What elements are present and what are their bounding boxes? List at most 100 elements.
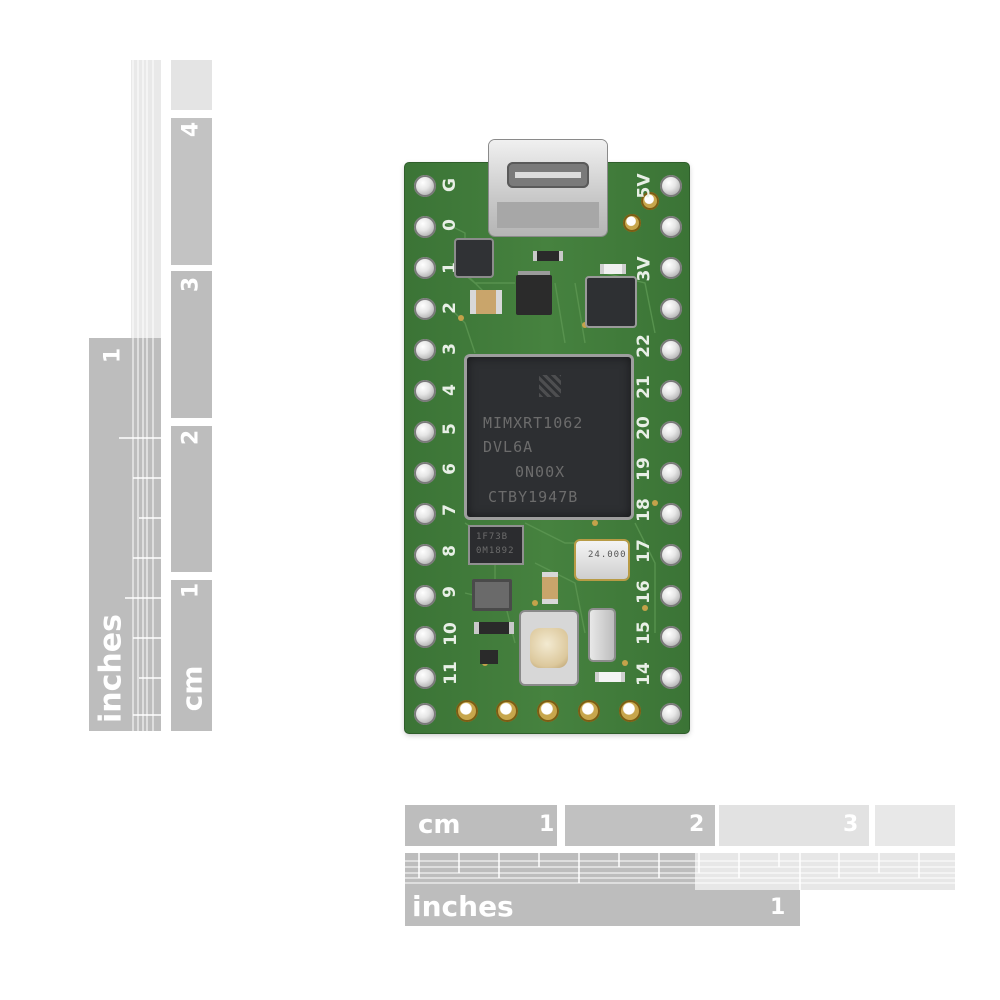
small-ic-top-left bbox=[456, 240, 492, 276]
chip-marking-line-4: CTBY1947B bbox=[488, 488, 579, 506]
pin bbox=[414, 298, 436, 320]
pin bbox=[414, 585, 436, 607]
pin bbox=[660, 703, 682, 725]
led bbox=[600, 264, 626, 274]
pin-label: 14 bbox=[633, 662, 654, 686]
pin-label: 16 bbox=[633, 580, 654, 604]
inductor bbox=[472, 579, 512, 611]
pin bbox=[660, 626, 682, 648]
pin bbox=[660, 421, 682, 443]
flash-chip bbox=[470, 527, 522, 563]
pin-label: 3 bbox=[439, 343, 460, 355]
cm-mark-1: 1 bbox=[178, 582, 204, 599]
pad bbox=[456, 700, 478, 722]
pin bbox=[660, 544, 682, 566]
rtc-crystal bbox=[590, 610, 614, 660]
pin-label: 8 bbox=[439, 545, 460, 557]
pin-label: 9 bbox=[439, 586, 460, 598]
inch-mark-1: 1 bbox=[100, 347, 126, 364]
inch-unit-label-horizontal: inches bbox=[412, 890, 514, 923]
pin-label: 10 bbox=[440, 622, 461, 646]
main-processor-chip bbox=[467, 357, 631, 517]
pin bbox=[660, 298, 682, 320]
pin bbox=[414, 257, 436, 279]
pin bbox=[414, 462, 436, 484]
pin-label: 17 bbox=[633, 539, 654, 563]
flash-chip-line-2: 0M1892 bbox=[476, 546, 515, 556]
pad bbox=[496, 700, 518, 722]
pin-label: 5V bbox=[634, 173, 655, 199]
small-transistor bbox=[480, 650, 498, 664]
pin bbox=[660, 380, 682, 402]
cm-mark-2: 2 bbox=[178, 429, 204, 446]
pin-label: 5 bbox=[439, 423, 460, 435]
pin bbox=[660, 216, 682, 238]
pin bbox=[414, 626, 436, 648]
cm-scale-bar-horizontal bbox=[405, 805, 955, 846]
inch-ticks bbox=[119, 60, 161, 732]
pin-label: 4 bbox=[439, 384, 460, 396]
pin bbox=[660, 339, 682, 361]
usb-connector bbox=[489, 140, 607, 236]
pin-label: 7 bbox=[439, 504, 460, 516]
inch-scale-faded bbox=[131, 60, 161, 338]
cm-scale-bar bbox=[171, 60, 212, 731]
pin bbox=[414, 503, 436, 525]
flash-chip-line-1: 1F73B bbox=[476, 532, 509, 542]
inch-scale-bar bbox=[89, 338, 161, 731]
program-push-button bbox=[521, 612, 577, 684]
small-led bbox=[595, 672, 625, 682]
cm-mark-3: 3 bbox=[178, 276, 204, 293]
pin-label: 18 bbox=[633, 498, 654, 522]
pin-label: 0 bbox=[439, 219, 460, 231]
cm-mark-3-horizontal: 3 bbox=[843, 812, 859, 837]
qfn-chip-top-right bbox=[587, 278, 635, 326]
pin bbox=[414, 216, 436, 238]
cm-unit-label: cm bbox=[175, 665, 209, 712]
resistor-array bbox=[474, 622, 514, 634]
chip-logo-icon bbox=[539, 375, 561, 397]
pin bbox=[414, 175, 436, 197]
pin bbox=[414, 703, 436, 725]
resistor bbox=[533, 251, 563, 261]
pin-label: 3V bbox=[634, 256, 655, 282]
pin-label: 21 bbox=[633, 375, 654, 399]
small-capacitor bbox=[542, 572, 558, 604]
pad bbox=[641, 192, 659, 210]
pin bbox=[414, 421, 436, 443]
pin-label: 2 bbox=[439, 302, 460, 314]
pin bbox=[414, 544, 436, 566]
inch-unit-label: inches bbox=[93, 614, 129, 723]
inch-mark-1-horizontal: 1 bbox=[770, 895, 786, 920]
pin bbox=[660, 667, 682, 689]
chip-marking-line-1: MIMXRT1062 bbox=[483, 414, 584, 432]
pin bbox=[660, 175, 682, 197]
pin bbox=[660, 257, 682, 279]
pin-label: 19 bbox=[633, 457, 654, 481]
cm-unit-label-horizontal: cm bbox=[418, 810, 461, 840]
pin-label: 6 bbox=[439, 463, 460, 475]
chip-marking-line-2: DVL6A bbox=[483, 438, 534, 456]
pin-label: 11 bbox=[440, 661, 461, 685]
inch-ticks-horizontal bbox=[405, 853, 955, 890]
cm-mark-4: 4 bbox=[178, 121, 204, 138]
chip-marking-line-3: 0N00X bbox=[515, 463, 566, 481]
pad bbox=[578, 700, 600, 722]
pad bbox=[623, 214, 641, 232]
pin bbox=[660, 503, 682, 525]
pin-label: 15 bbox=[633, 621, 654, 645]
pin bbox=[660, 585, 682, 607]
voltage-regulator bbox=[516, 275, 552, 315]
pin-label: G bbox=[439, 178, 460, 192]
crystal-oscillator bbox=[576, 541, 628, 579]
crystal-marking: 24.000 bbox=[588, 550, 627, 560]
pad bbox=[537, 700, 559, 722]
capacitor bbox=[470, 290, 502, 314]
pin bbox=[414, 380, 436, 402]
cm-mark-1-horizontal: 1 bbox=[539, 812, 555, 837]
pin-label: 20 bbox=[633, 416, 654, 440]
pin-label: 22 bbox=[633, 334, 654, 358]
pin bbox=[414, 339, 436, 361]
pad bbox=[619, 700, 641, 722]
